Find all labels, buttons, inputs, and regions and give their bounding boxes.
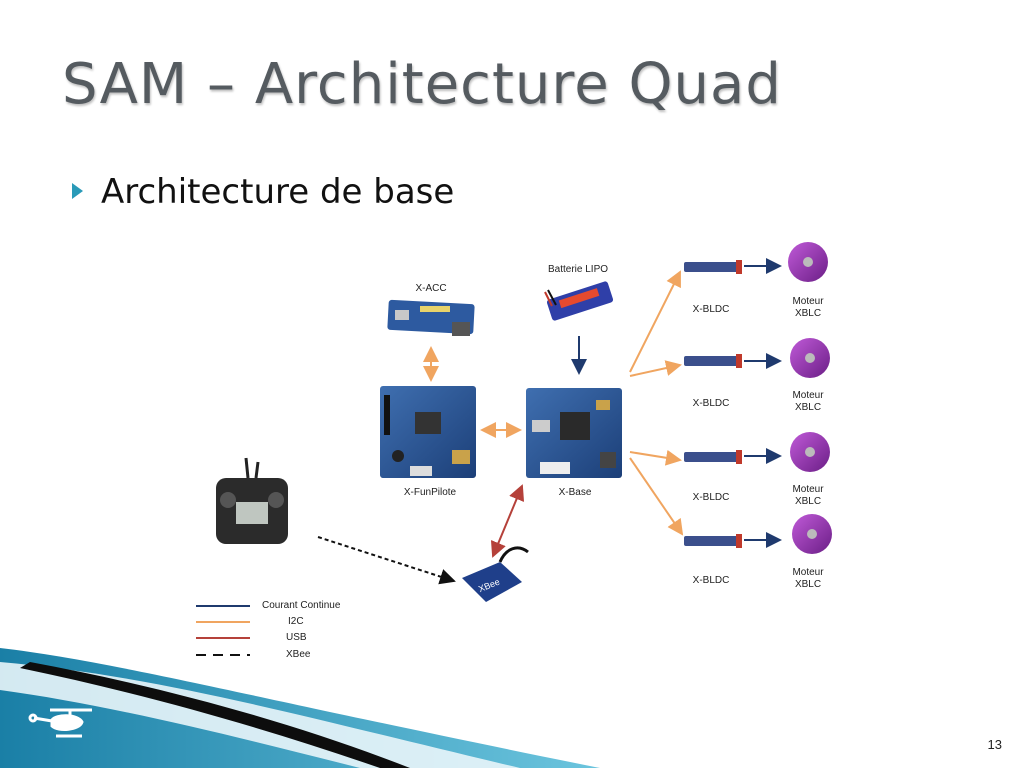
legend-label-xbee: XBee bbox=[286, 649, 311, 660]
bldc-row-1 bbox=[684, 242, 828, 282]
label-bldc-3: X-BLDC bbox=[692, 492, 730, 503]
label-xbase: X-Base bbox=[558, 487, 592, 498]
xbee-module: XBee bbox=[462, 546, 529, 602]
motor-line1: Moteur bbox=[792, 296, 824, 307]
i2c-link-bldc-3 bbox=[629, 449, 682, 466]
bullet-item: Architecture de base bbox=[72, 172, 454, 212]
i2c-link-bldc-2 bbox=[629, 360, 682, 377]
motor-line1: Moteur bbox=[792, 567, 824, 578]
legend-label-i2c: I2C bbox=[288, 616, 304, 627]
motor-line2: XBLC bbox=[794, 496, 822, 507]
bullet-arrow-icon bbox=[72, 182, 83, 199]
label-bldc-2: X-BLDC bbox=[692, 398, 730, 409]
i2c-link-bldc-4 bbox=[629, 457, 684, 536]
bldc-row-3 bbox=[684, 432, 830, 472]
xbee-link-remote bbox=[317, 536, 456, 585]
label-bldc-1: X-BLDC bbox=[692, 304, 730, 315]
page-number: 13 bbox=[987, 737, 1002, 752]
i2c-link-bldc-1 bbox=[629, 270, 681, 373]
motor-line2: XBLC bbox=[794, 579, 822, 590]
xbase-board bbox=[526, 388, 622, 478]
label-xacc: X-ACC bbox=[415, 283, 447, 294]
helicopter-icon bbox=[28, 708, 92, 738]
bullet-text: Architecture de base bbox=[101, 172, 455, 212]
battery-image bbox=[544, 281, 614, 321]
slide-title: SAM – Architecture Quad bbox=[62, 52, 782, 117]
bldc-row-4 bbox=[684, 514, 832, 554]
motor-line2: XBLC bbox=[794, 402, 822, 413]
funpilote-board bbox=[380, 386, 476, 478]
label-bldc-4: X-BLDC bbox=[692, 575, 730, 586]
motor-line2: XBLC bbox=[794, 308, 822, 319]
legend-label-power: Courant Continue bbox=[262, 600, 341, 611]
xacc-board bbox=[387, 299, 475, 336]
label-battery: Batterie LIPO bbox=[547, 264, 609, 275]
usb-link-xbee bbox=[490, 484, 525, 558]
bldc-row-2 bbox=[684, 338, 830, 378]
motor-line1: Moteur bbox=[792, 390, 824, 401]
legend-label-usb: USB bbox=[286, 632, 307, 643]
remote-control-image bbox=[216, 457, 288, 544]
motor-line1: Moteur bbox=[792, 484, 824, 495]
label-funpilote: X-FunPilote bbox=[403, 487, 457, 498]
corner-decoration bbox=[0, 648, 600, 768]
